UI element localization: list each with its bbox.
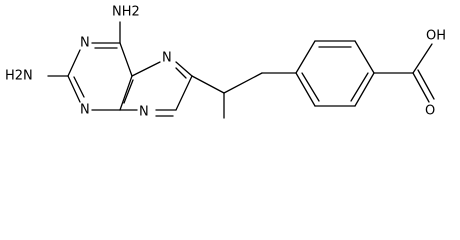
bond-c4a-n5 [131,61,161,77]
ring-n8-label: N [139,105,149,120]
bond-c-o [412,72,430,103]
bond-ar-6-inner [301,72,320,102]
bond-c8a-c4a-inner [123,79,134,104]
ring-n5-label: N [162,51,172,66]
ring-n3-label: N [80,36,90,51]
carboxylic-acid [373,43,435,103]
ring-n1-label: N [80,103,90,118]
bond-ar-1 [295,40,316,74]
bond-c2-n1-inner [73,76,85,98]
molecule-drawing: NH2 H2N N N N N OH O [5,5,446,120]
bond-c8a-c4a [119,75,133,111]
acid-oh-label: OH [426,29,446,44]
structure-canvas: NH2 H2N N N N N OH O [5,5,446,120]
bond-n3-c2 [67,49,81,77]
bond-ar-4-inner [350,72,369,102]
bond-ar-4 [354,72,375,107]
bond-n5-c6 [175,61,193,77]
bond-ch-ch2 [223,72,263,94]
pyrimidine-ring [47,21,134,111]
acid-o-label: O [425,104,435,119]
bond-c6-c7 [175,75,193,111]
pyrazine-ring [119,61,193,117]
bond-c-oh [412,43,433,74]
bond-c-o-inner [417,69,435,100]
amine-left-label: H2N [5,69,33,84]
bond-n5-c6-inner [175,67,187,79]
bond-c2-n1 [67,75,81,103]
bond-ar-6 [295,72,316,107]
benzene-ring [295,40,375,107]
atom-labels: NH2 H2N N N N N OH O [5,5,446,120]
amine-top-label: NH2 [112,5,140,20]
bond-ar-3 [354,40,375,74]
side-chain [191,72,297,119]
bond-c6-ch [191,75,225,94]
bond-c4-c4a [119,42,133,77]
